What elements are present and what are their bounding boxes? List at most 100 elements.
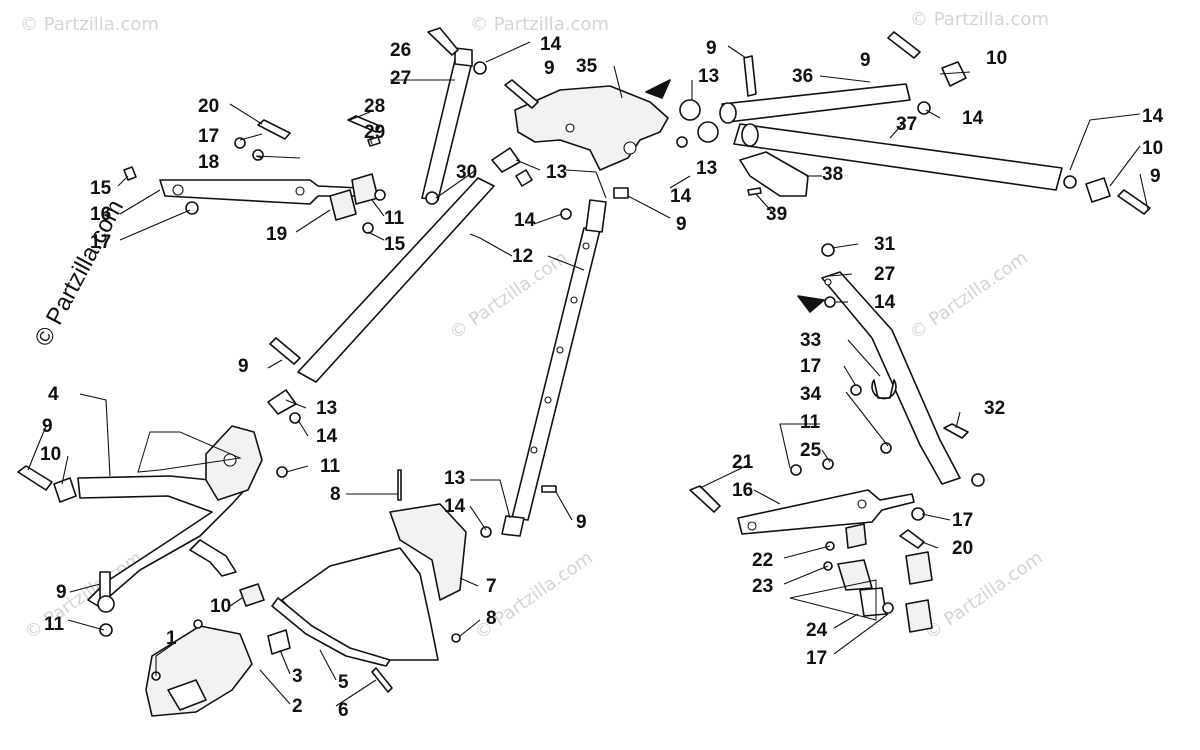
nut-14-r [824, 296, 836, 308]
callout: 30 [456, 162, 477, 183]
switch-lower [905, 599, 933, 633]
callout: 14 [444, 496, 466, 517]
hole [172, 184, 184, 196]
callout: 17 [806, 648, 827, 669]
callout-labels: 26 14 27 9 35 13 9 36 9 10 20 28 29 14 1… [40, 34, 1164, 721]
watermark-faint: © Partzilla.com [20, 14, 159, 35]
clip-3 [267, 629, 291, 655]
bolt-1b [193, 619, 203, 629]
bolt-9-bumper [17, 465, 53, 491]
bolt-31 [821, 243, 835, 257]
watermark-main: © Partzilla.com [29, 195, 129, 350]
screw-39 [747, 187, 762, 196]
hole [295, 186, 305, 196]
callout: 10 [40, 444, 61, 465]
hole [570, 296, 578, 304]
callout: 28 [364, 96, 385, 117]
callout: 14 [962, 108, 984, 129]
leader-lines [27, 41, 1149, 707]
callout: 9 [676, 214, 687, 235]
clamp-19 [329, 189, 357, 221]
bracket-38 [739, 151, 809, 197]
callout: 16 [732, 480, 753, 501]
bolt-20-r [899, 529, 925, 549]
plug-13-b [697, 121, 719, 143]
tube-12-diagonal [297, 177, 495, 383]
bracket-23 [837, 559, 873, 591]
bolt-28 [347, 115, 381, 133]
bracket-16-left [159, 179, 361, 205]
nut-30 [425, 191, 439, 205]
callout: 9 [544, 58, 555, 79]
callout: 16 [90, 204, 111, 225]
callout: 17 [198, 126, 219, 147]
callout: 11 [44, 614, 65, 635]
watermark-faint: © Partzilla.com [446, 247, 572, 344]
cap-10-right [1085, 177, 1111, 203]
watermark-faint: © Partzilla.com [910, 9, 1049, 30]
fender-5 [281, 547, 439, 661]
nut-14-lower [289, 412, 301, 424]
callout: 24 [806, 620, 828, 641]
skidplate-2-plate [167, 679, 207, 711]
callout: 34 [800, 384, 822, 405]
hole [556, 346, 564, 354]
callout: 11 [800, 412, 821, 433]
callout: 37 [896, 114, 917, 135]
screw-15 [362, 222, 374, 234]
tube-end [719, 102, 737, 124]
nut-17-left [185, 201, 199, 215]
cap-10-top [941, 61, 967, 87]
callout: 39 [766, 204, 787, 225]
clamp-33 [871, 379, 897, 400]
bumper-4-brace [189, 539, 237, 577]
callout: 7 [486, 576, 497, 597]
callout: 18 [198, 152, 219, 173]
bolt-9-mid [613, 187, 629, 199]
callout: 13 [698, 66, 719, 87]
bolt-21 [689, 485, 721, 513]
nut-11-lower [99, 623, 113, 637]
callout: 9 [706, 38, 717, 59]
sensor-22 [845, 523, 867, 549]
callout: 4 [48, 384, 59, 405]
callout: 10 [986, 48, 1007, 69]
clip-29 [367, 136, 381, 147]
nut-14-center [676, 136, 688, 148]
bumper-end [97, 595, 115, 613]
collar-13-mid [515, 169, 533, 187]
callout: 14 [1142, 106, 1164, 127]
arrow-indicator [797, 295, 825, 313]
bar-27-right [821, 271, 961, 485]
bracket-16-right [737, 489, 915, 535]
callout: 29 [364, 122, 385, 143]
callout: 14 [670, 186, 692, 207]
bolt-9-far-right [1117, 189, 1151, 215]
hole [623, 141, 637, 155]
callout: 11 [384, 208, 405, 229]
callout: 15 [384, 234, 406, 255]
nut-11-mount [276, 466, 288, 478]
bracket-11-small [351, 173, 379, 205]
callout: 8 [330, 484, 341, 505]
callout: 9 [238, 356, 249, 377]
tube-37 [733, 123, 1063, 191]
callout: 9 [860, 50, 871, 71]
washer-25 [822, 458, 834, 470]
switch-upper [905, 551, 933, 585]
callout: 14 [514, 210, 536, 231]
callout: 13 [546, 162, 567, 183]
fender-5-flange [271, 597, 391, 667]
bolt-9-top-right [887, 31, 921, 59]
bolt-26 [427, 27, 459, 56]
nut-14-top [473, 61, 487, 75]
clamp-10 [239, 583, 265, 607]
callout: 6 [338, 700, 349, 721]
nut-17-s [882, 602, 894, 614]
collar-13-bottom [501, 515, 525, 537]
callout: 26 [390, 40, 411, 61]
arrow-indicator [645, 79, 671, 99]
callout: 36 [792, 66, 813, 87]
hole [824, 278, 832, 286]
callout: 32 [984, 398, 1005, 419]
